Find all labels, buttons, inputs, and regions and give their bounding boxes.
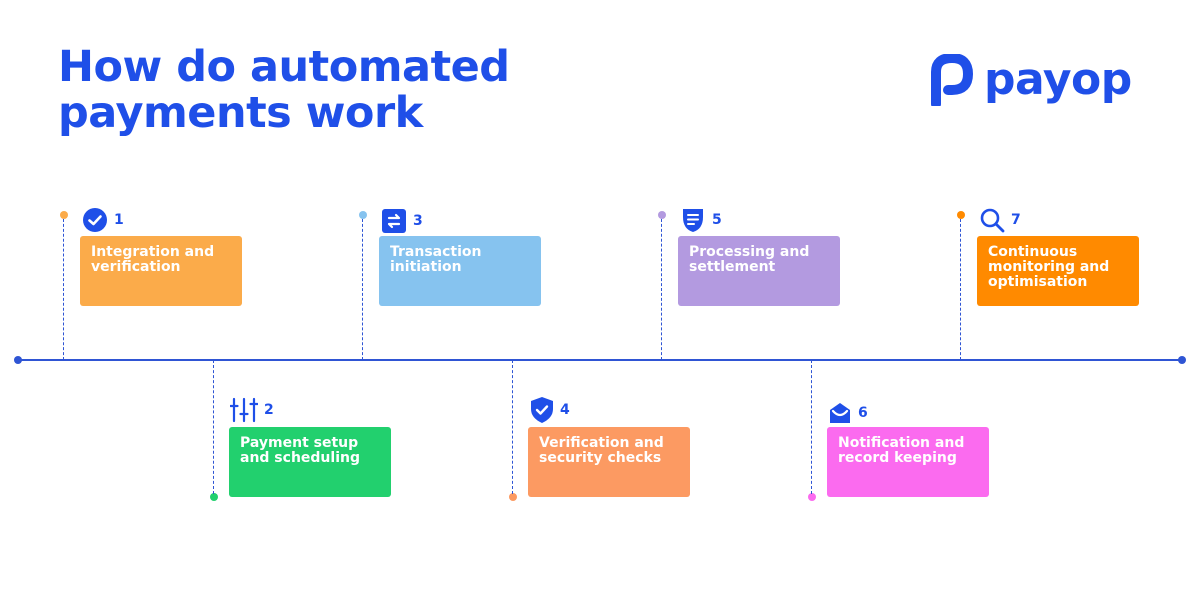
receipt-icon	[683, 209, 703, 232]
step-5-connector	[661, 219, 662, 360]
payop-logo: payop	[930, 52, 1132, 108]
step-4-card: Verification and security checks	[528, 427, 690, 497]
step-4-connector	[512, 360, 513, 494]
step-1-connector	[63, 219, 64, 360]
step-2-dot	[210, 493, 218, 501]
step-3-header: 3	[381, 208, 423, 234]
step-7-connector	[960, 219, 961, 360]
step-1-number: 1	[114, 212, 124, 228]
step-6-card: Notification and record keeping	[827, 427, 989, 497]
step-2-header: 2	[230, 397, 274, 423]
step-5-number: 5	[712, 212, 722, 228]
step-6-dot	[808, 493, 816, 501]
timeline-end-dot	[1178, 356, 1186, 364]
transfer-arrows-icon	[382, 209, 406, 233]
step-1-card: Integration and verification	[80, 236, 242, 306]
step-3-card: Transaction initiation	[379, 236, 541, 306]
step-2-number: 2	[264, 402, 274, 418]
step-2-card: Payment setup and scheduling	[229, 427, 391, 497]
step-2-label: Payment setup and scheduling	[240, 435, 360, 466]
step-3-connector	[362, 219, 363, 360]
title-line-2: payments work	[58, 88, 423, 138]
timeline-start-dot	[14, 356, 22, 364]
step-7-card: Continuous monitoring and optimisation	[977, 236, 1139, 306]
step-6-number: 6	[858, 405, 868, 421]
timeline-axis	[18, 359, 1182, 361]
step-2-connector	[213, 360, 214, 494]
step-5-label: Processing and settlement	[689, 244, 810, 275]
step-3-label: Transaction initiation	[390, 244, 482, 275]
step-7-dot	[957, 211, 965, 219]
page-title: How do automated payments work	[58, 44, 618, 136]
check-circle-icon	[83, 208, 107, 232]
step-4-label: Verification and security checks	[539, 435, 664, 466]
logo-wordmark: payop	[984, 54, 1132, 105]
payop-arrow-logo-icon	[931, 54, 973, 106]
step-7-number: 7	[1011, 212, 1021, 228]
step-4-dot	[509, 493, 517, 501]
step-5-header: 5	[680, 207, 722, 233]
step-6-header: 6	[828, 400, 868, 426]
step-4-number: 4	[560, 402, 570, 418]
step-7-header: 7	[979, 207, 1021, 233]
step-1-dot	[60, 211, 68, 219]
step-5-dot	[658, 211, 666, 219]
shield-check-icon	[531, 397, 553, 423]
step-5-card: Processing and settlement	[678, 236, 840, 306]
step-6-label: Notification and record keeping	[838, 435, 965, 466]
search-icon	[980, 208, 1005, 233]
step-3-dot	[359, 211, 367, 219]
sliders-icon	[230, 397, 258, 423]
step-1-header: 1	[82, 207, 124, 233]
envelope-icon	[830, 403, 850, 423]
step-6-connector	[811, 360, 812, 494]
step-4-header: 4	[530, 397, 570, 423]
step-7-label: Continuous monitoring and optimisation	[988, 244, 1110, 290]
step-3-number: 3	[413, 213, 423, 229]
title-line-1: How do automated	[58, 42, 510, 92]
step-1-label: Integration and verification	[91, 244, 215, 275]
